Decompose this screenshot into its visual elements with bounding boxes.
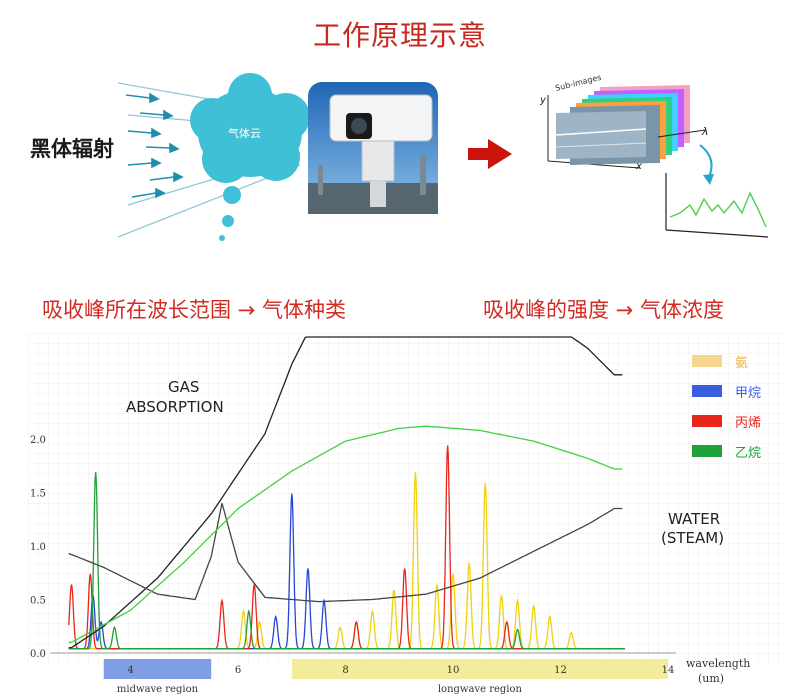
region-label-longwave: longwave region	[438, 684, 523, 695]
arrow-icons	[125, 92, 184, 199]
x-tick-label: 4	[127, 665, 133, 676]
legend-label: 乙烷	[735, 446, 761, 461]
legend-swatch	[692, 355, 722, 367]
series-line-water-steam-	[68, 503, 623, 603]
region-bar-longwave	[291, 659, 668, 679]
series-line-乙烷	[68, 472, 625, 650]
blackbody-label: 黑体辐射	[30, 137, 114, 161]
y-tick-label: 0.5	[30, 596, 46, 607]
principle-diagram: 气体云 Sub-image	[117, 73, 769, 241]
series-line-gas-absorption	[68, 336, 623, 649]
gas-cloud-label: 气体云	[228, 126, 261, 140]
x-tick-label: 10	[447, 665, 460, 676]
gas-cloud-icon	[190, 73, 310, 241]
y-tick-label: 0.0	[30, 649, 46, 660]
red-arrow-icon	[468, 139, 512, 169]
caption-gas-type: 吸收峰所在波长范围 → 气体种类	[42, 298, 346, 322]
y-tick-label: 1.0	[30, 542, 46, 553]
region-bar-midwave	[103, 659, 212, 679]
region-label-midwave: midwave region	[117, 684, 199, 695]
hyperspectral-cube-icon	[547, 85, 714, 185]
cube-label: Sub-images	[554, 73, 602, 93]
annotation-water-line2: (STEAM)	[661, 529, 724, 547]
legend-swatch	[692, 385, 722, 397]
y-tick-label: 1.5	[30, 489, 46, 500]
axis-y-label: y	[539, 95, 547, 106]
legend-label: 氨	[735, 356, 748, 371]
legend-swatch	[692, 415, 722, 427]
legend-label: 丙烯	[735, 416, 761, 431]
legend-label: 甲烷	[735, 386, 761, 401]
x-axis-label-line1: wavelength	[686, 657, 750, 670]
x-tick-label: 12	[554, 665, 567, 676]
annotation-water-line1: WATER	[668, 510, 720, 528]
axis-x-label: x	[635, 161, 642, 172]
chart-grid	[28, 333, 784, 663]
caption-gas-concentration: 吸收峰的强度 → 气体浓度	[483, 298, 724, 322]
annotation-gas-line2: ABSORPTION	[126, 398, 224, 416]
x-tick-label: 14	[662, 665, 675, 676]
spectrum-plot-icon	[665, 173, 769, 238]
legend-swatch	[692, 445, 722, 457]
x-axis-label-line2: (um)	[698, 672, 724, 685]
page-title: 工作原理示意	[312, 19, 487, 52]
y-tick-label: 2.0	[30, 435, 46, 446]
series-line-green-envelope	[68, 425, 623, 643]
x-tick-label: 6	[235, 665, 241, 676]
camera-photo	[308, 82, 438, 214]
axis-lambda-label: λ	[701, 125, 709, 138]
x-tick-label: 8	[342, 665, 348, 676]
annotation-gas-line1: GAS	[168, 378, 199, 396]
